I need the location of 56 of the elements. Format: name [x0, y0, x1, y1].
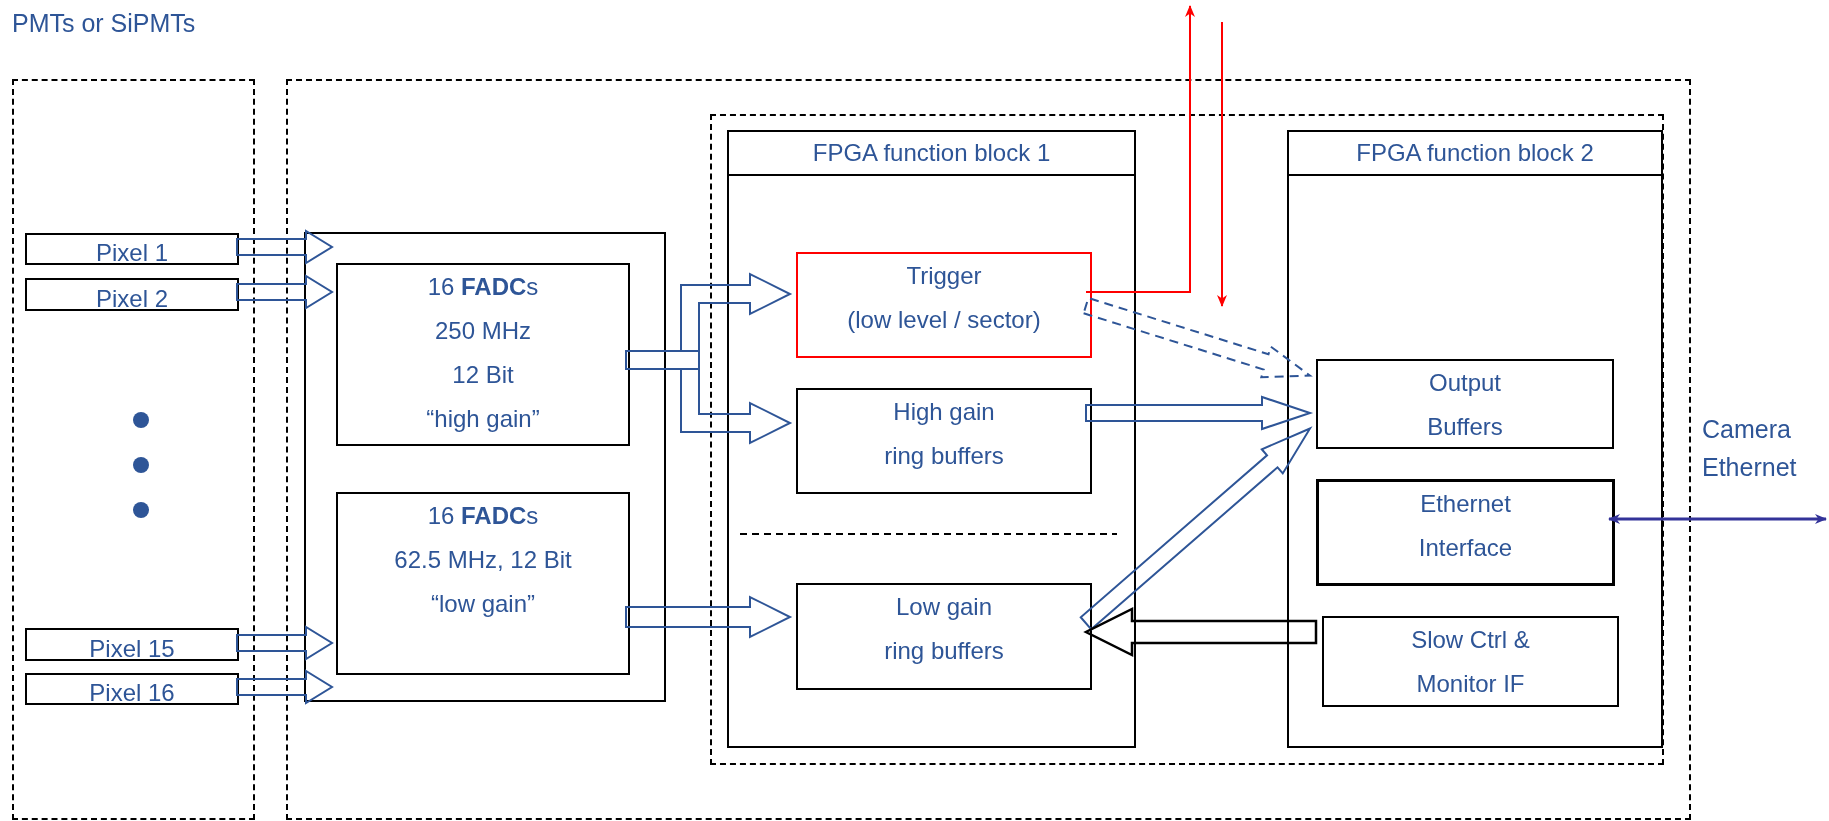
block-header: FPGA function block 1 — [729, 132, 1134, 176]
box-label: ring buffers — [883, 441, 1005, 471]
box-label: 250 MHz — [433, 316, 532, 346]
block-arrow — [236, 274, 334, 310]
pixel-box — [25, 233, 239, 265]
pixel-box — [25, 278, 239, 311]
box-label: Monitor IF — [1415, 669, 1526, 699]
process-box — [796, 388, 1092, 494]
block-arrow — [1082, 296, 1313, 379]
title-label: PMTs or SiPMTs — [12, 8, 196, 38]
box-label: Trigger — [905, 261, 983, 291]
box-label: Interface — [1417, 533, 1514, 563]
pixel-box — [25, 628, 239, 661]
interface-box — [1316, 479, 1615, 586]
side-label: Camera Ethernet — [1702, 414, 1798, 483]
box-label: Low gain — [894, 592, 994, 622]
box-label: Buffers — [1426, 412, 1504, 442]
box-label: 62.5 MHz, 12 Bit — [393, 545, 573, 575]
function-block-panel — [727, 130, 1136, 748]
process-box — [796, 583, 1092, 690]
trigger-box — [796, 252, 1092, 358]
dashed-group-box — [286, 79, 1691, 820]
box-label: Slow Ctrl & — [1410, 625, 1531, 655]
process-box — [1322, 616, 1619, 707]
pixel-label: Pixel 1 — [94, 239, 169, 267]
block-arrow — [1085, 395, 1314, 431]
block-arrow — [236, 229, 334, 265]
block-arrow — [236, 669, 334, 705]
pixel-label: Pixel 16 — [88, 679, 176, 707]
pixel-label: Pixel 15 — [88, 634, 176, 663]
process-box — [336, 492, 630, 675]
dashed-group-box — [710, 114, 1664, 765]
box-label: 12 Bit — [451, 360, 515, 390]
box-label: ring buffers — [883, 636, 1005, 666]
block-header: FPGA function block 2 — [1289, 132, 1661, 176]
arrow — [1085, 5, 1195, 293]
pixel-label: Pixel 2 — [94, 284, 169, 313]
box-label: “low gain” — [429, 589, 536, 619]
process-box — [304, 232, 666, 702]
block-arrow — [1079, 426, 1313, 631]
block-arrow — [1083, 606, 1318, 658]
box-label: Output — [1427, 368, 1502, 398]
box-label: (low level / sector) — [846, 305, 1042, 335]
box-label: Ethernet — [1419, 489, 1512, 519]
block-arrow — [236, 625, 334, 661]
function-block-panel — [1287, 130, 1663, 748]
pixel-box — [25, 673, 239, 705]
box-label: 16 FADCs — [426, 272, 540, 302]
process-box — [1316, 359, 1614, 449]
box-label: High gain — [892, 397, 996, 427]
arrow — [1608, 514, 1827, 524]
dashed-group-box — [12, 79, 255, 820]
box-label: “high gain” — [425, 404, 541, 434]
block-arrow — [625, 595, 793, 639]
process-box — [336, 263, 630, 446]
box-label: 16 FADCs — [426, 501, 540, 531]
